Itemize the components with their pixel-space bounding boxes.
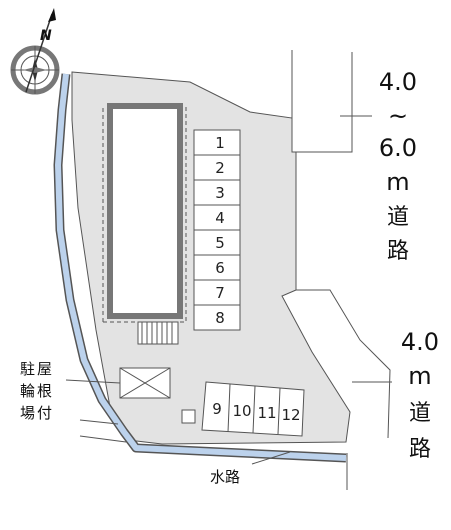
- north-road-unit: m: [386, 168, 409, 196]
- north-road-width-top: 4.0: [379, 68, 417, 96]
- edge-line-b: [79, 435, 127, 443]
- parking-space-10: 10: [232, 402, 251, 420]
- north-road-label-2: 路: [387, 239, 409, 264]
- edge-line-a: [79, 419, 119, 425]
- east-road-label-2: 路: [409, 437, 431, 462]
- parking-space-12: 12: [281, 406, 300, 424]
- bike-parking-label-2: 輪根: [20, 382, 54, 400]
- waterway-leader: [251, 451, 291, 465]
- east-road-left-edge: [296, 289, 391, 439]
- building-outline: [103, 106, 187, 323]
- utility-box: [181, 409, 196, 424]
- bike-parking-label-1: 駐屋: [20, 360, 54, 378]
- parking-row-9-12: [201, 381, 305, 437]
- parking-space-9: 9: [212, 400, 222, 418]
- bike-parking-box: [119, 367, 171, 399]
- parking-column-1-8: [193, 129, 241, 331]
- bike-parking-leader: [65, 379, 121, 384]
- parking-space-6: 6: [215, 259, 225, 277]
- north-road-label-1: 道: [387, 205, 409, 230]
- parking-space-11: 11: [257, 404, 276, 422]
- east-road-width: 4.0: [401, 328, 439, 356]
- parking-space-5: 5: [215, 234, 225, 252]
- waterway-channel-fill: [55, 73, 347, 461]
- east-road-unit: m: [408, 362, 431, 390]
- building: [107, 103, 183, 319]
- north-road-left-edge: [291, 50, 353, 153]
- parking-space-2: 2: [215, 159, 225, 177]
- waterway-label: 水路: [210, 468, 240, 486]
- bike-parking-label-3: 場付: [20, 404, 54, 422]
- compass-rose-icon: [10, 8, 60, 95]
- stairs: [137, 321, 179, 345]
- north-road-width-bottom: 6.0: [379, 134, 417, 162]
- parking-space-8: 8: [215, 309, 225, 327]
- north-road-tilde: ~: [388, 102, 408, 130]
- compass-north-letter: N: [40, 28, 52, 44]
- parking-space-1: 1: [215, 134, 225, 152]
- east-road-label-1: 道: [409, 401, 431, 426]
- parking-space-3: 3: [215, 184, 225, 202]
- parking-space-4: 4: [215, 209, 225, 227]
- parking-space-7: 7: [215, 284, 225, 302]
